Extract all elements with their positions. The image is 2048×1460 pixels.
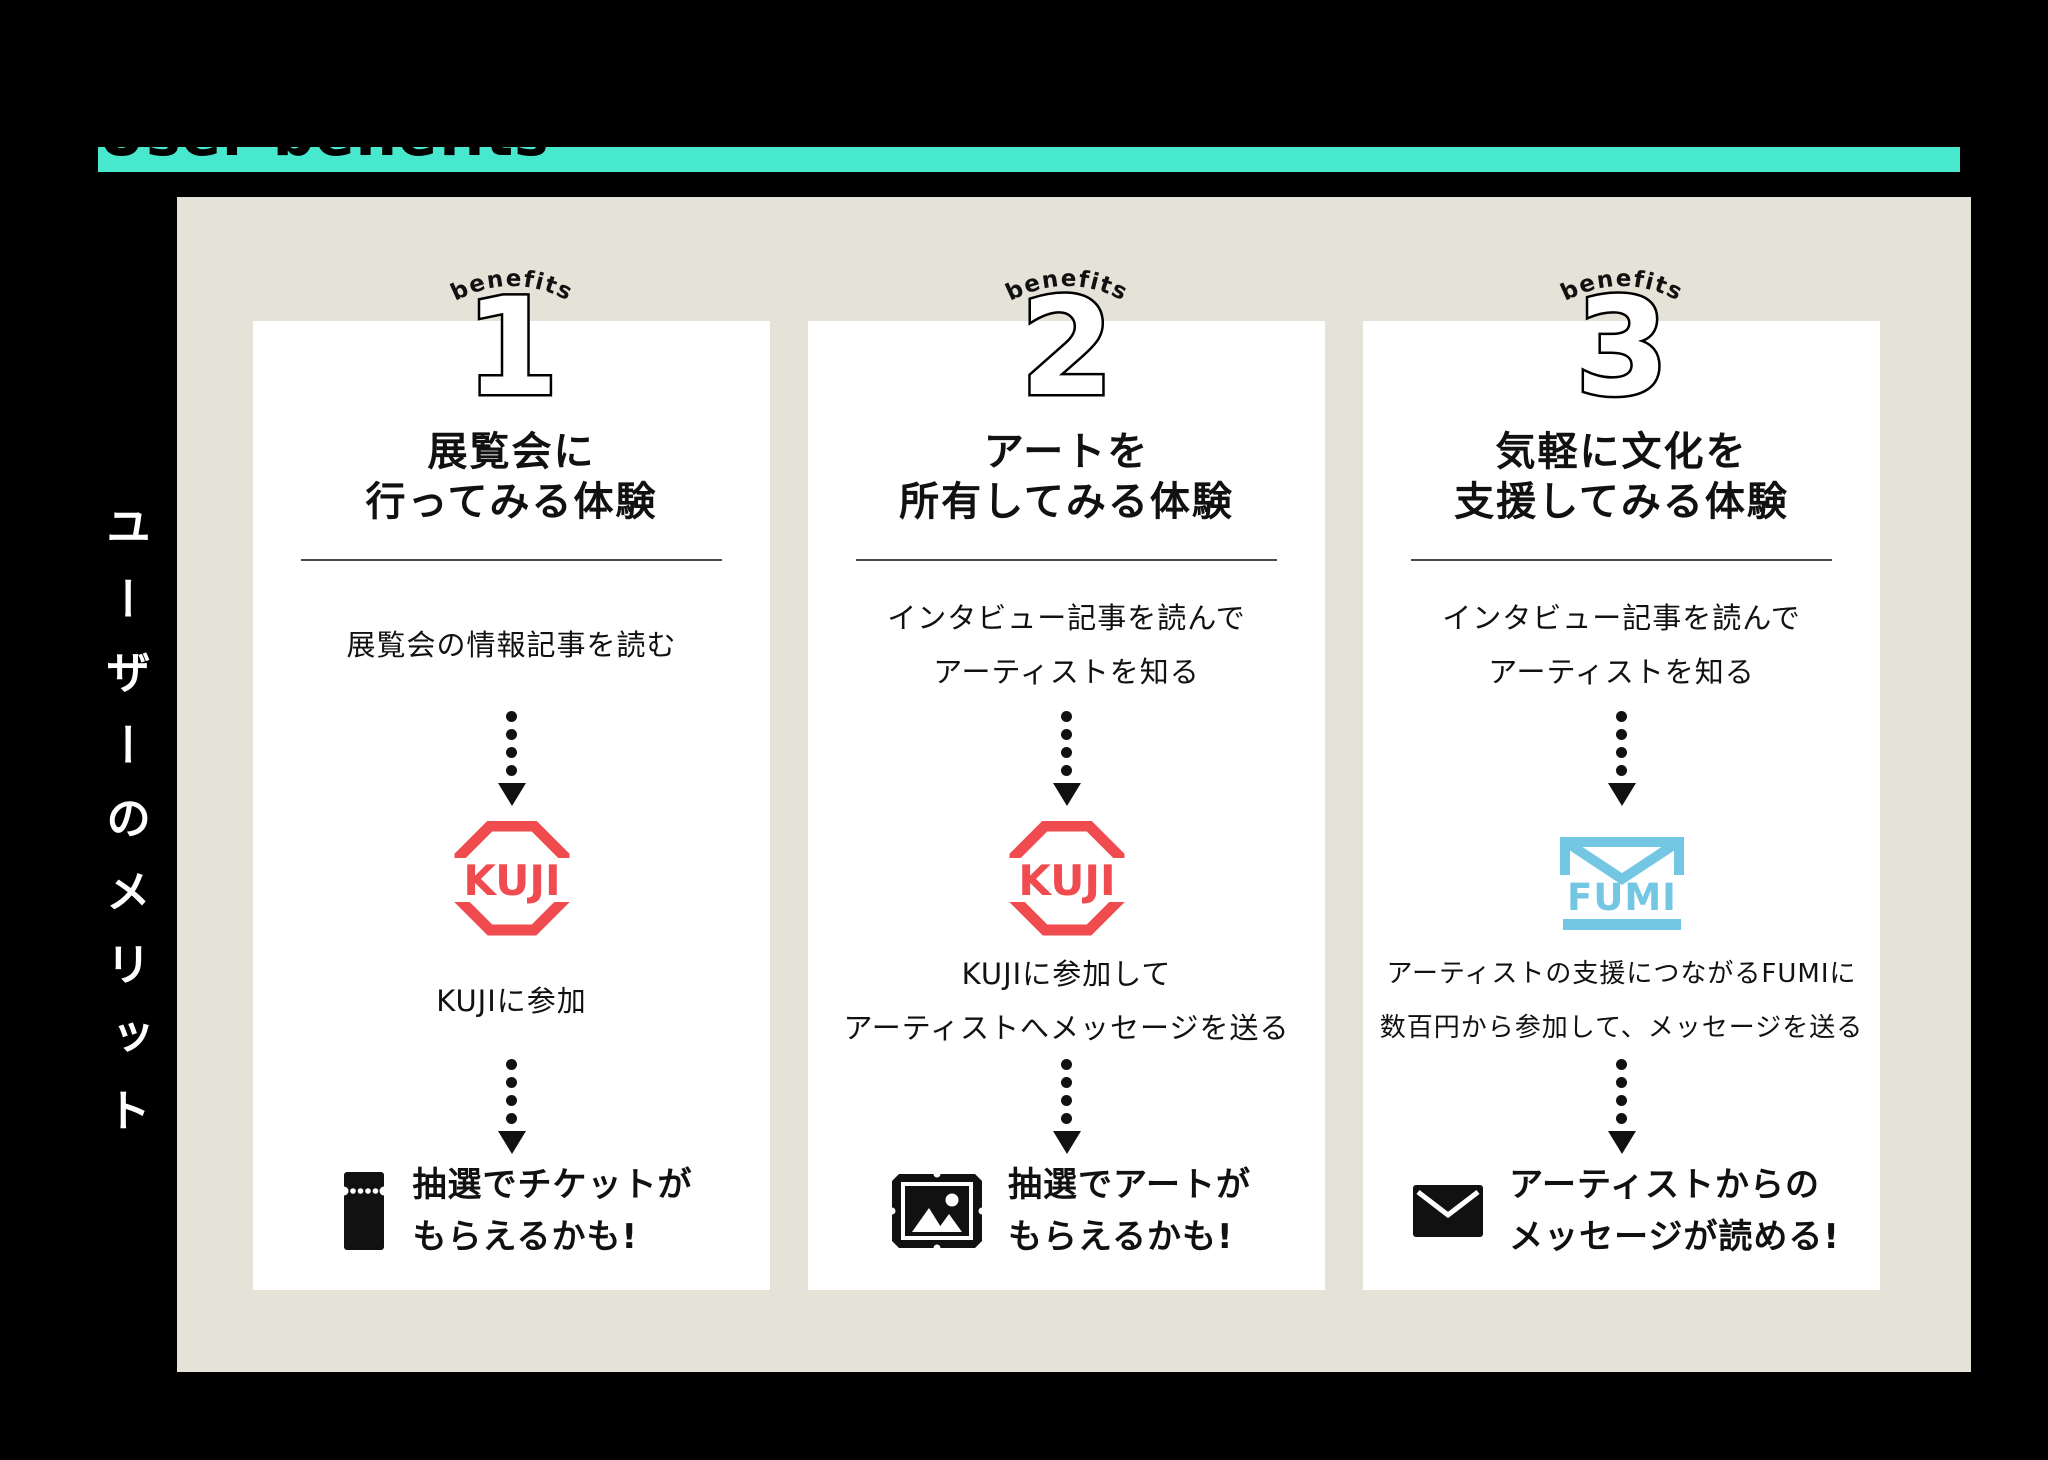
card-title: アートを 所有してみる体験 [899,429,1234,525]
benefit-badge-2: benefits 2 [1001,266,1130,429]
step-text: インタビュー記事を読んで アーティストを知る [1442,601,1801,689]
step-text: アーティストの支援につながるFUMIに 数百円から参加して、メッセージを送る [1379,959,1864,1043]
divider [301,559,722,561]
result-text: 抽選でアートが もらえるかも! [1008,1165,1251,1257]
svg-text:FUMI: FUMI [1567,876,1677,919]
envelope-icon [1413,1185,1484,1237]
dotted-arrow-icon [1363,1055,1880,1154]
dotted-arrow-icon [1363,707,1880,806]
result-row: 抽選でアートが もらえるかも! [828,1151,1315,1271]
accent-bar [98,147,1960,172]
dotted-arrow-icon [253,1055,770,1154]
step-text: KUJIに参加 [436,984,587,1018]
kuji-logo: KUJI [991,821,1142,936]
benefit-number: 3 [1575,269,1669,426]
divider [856,559,1277,561]
benefit-number: 2 [1020,269,1114,426]
benefit-badge-3: benefits 3 [1556,266,1685,429]
benefit-card-2: benefits 2 アートを 所有してみる体験 インタビュー記事を読んで アー… [808,266,1325,1290]
dotted-arrow-icon [808,707,1325,806]
arrowhead-icon [497,783,526,806]
card-title: 気軽に文化を 支援してみる体験 [1454,429,1789,525]
benefit-number: 1 [465,269,559,426]
benefit-card-3: benefits 3 気軽に文化を 支援してみる体験 インタビュー記事を読んで … [1363,266,1880,1290]
arrowhead-icon [497,1131,526,1154]
side-label: ユーザーのメリット [98,503,151,1160]
card-title: 展覧会に 行ってみる体験 [365,429,658,525]
arrowhead-icon [1052,1131,1081,1154]
picture-frame-icon [892,1174,983,1248]
result-text: 抽選でチケットが もらえるかも! [412,1165,693,1257]
svg-text:KUJI: KUJI [1018,856,1115,905]
fumi-logo: FUMI [1559,837,1684,930]
arrowhead-icon [1607,1131,1636,1154]
kuji-logo: KUJI [436,821,587,936]
dotted-arrow-icon [808,1055,1325,1154]
step-text: インタビュー記事を読んで アーティストを知る [887,601,1246,689]
content-panel: benefits 1 展覧会に 行ってみる体験 展覧会の情報記事を読む KUJI [177,197,1971,1372]
arrowhead-icon [1052,783,1081,806]
svg-text:KUJI: KUJI [463,856,560,905]
benefit-badge-1: benefits 1 [446,266,575,429]
step-text: KUJIに参加して アーティストへメッセージを送る [843,957,1290,1045]
result-row: アーティストからの メッセージが読める! [1383,1151,1870,1271]
arrowhead-icon [1607,783,1636,806]
result-text: アーティストからの メッセージが読める! [1509,1165,1840,1257]
benefit-card-1: benefits 1 展覧会に 行ってみる体験 展覧会の情報記事を読む KUJI [253,266,770,1290]
divider [1411,559,1832,561]
result-row: 抽選でチケットが もらえるかも! [273,1151,760,1271]
step-text: 展覧会の情報記事を読む [346,628,677,662]
dotted-arrow-icon [253,707,770,806]
ticket-icon [340,1172,387,1250]
page-title: User benefits [98,101,550,169]
